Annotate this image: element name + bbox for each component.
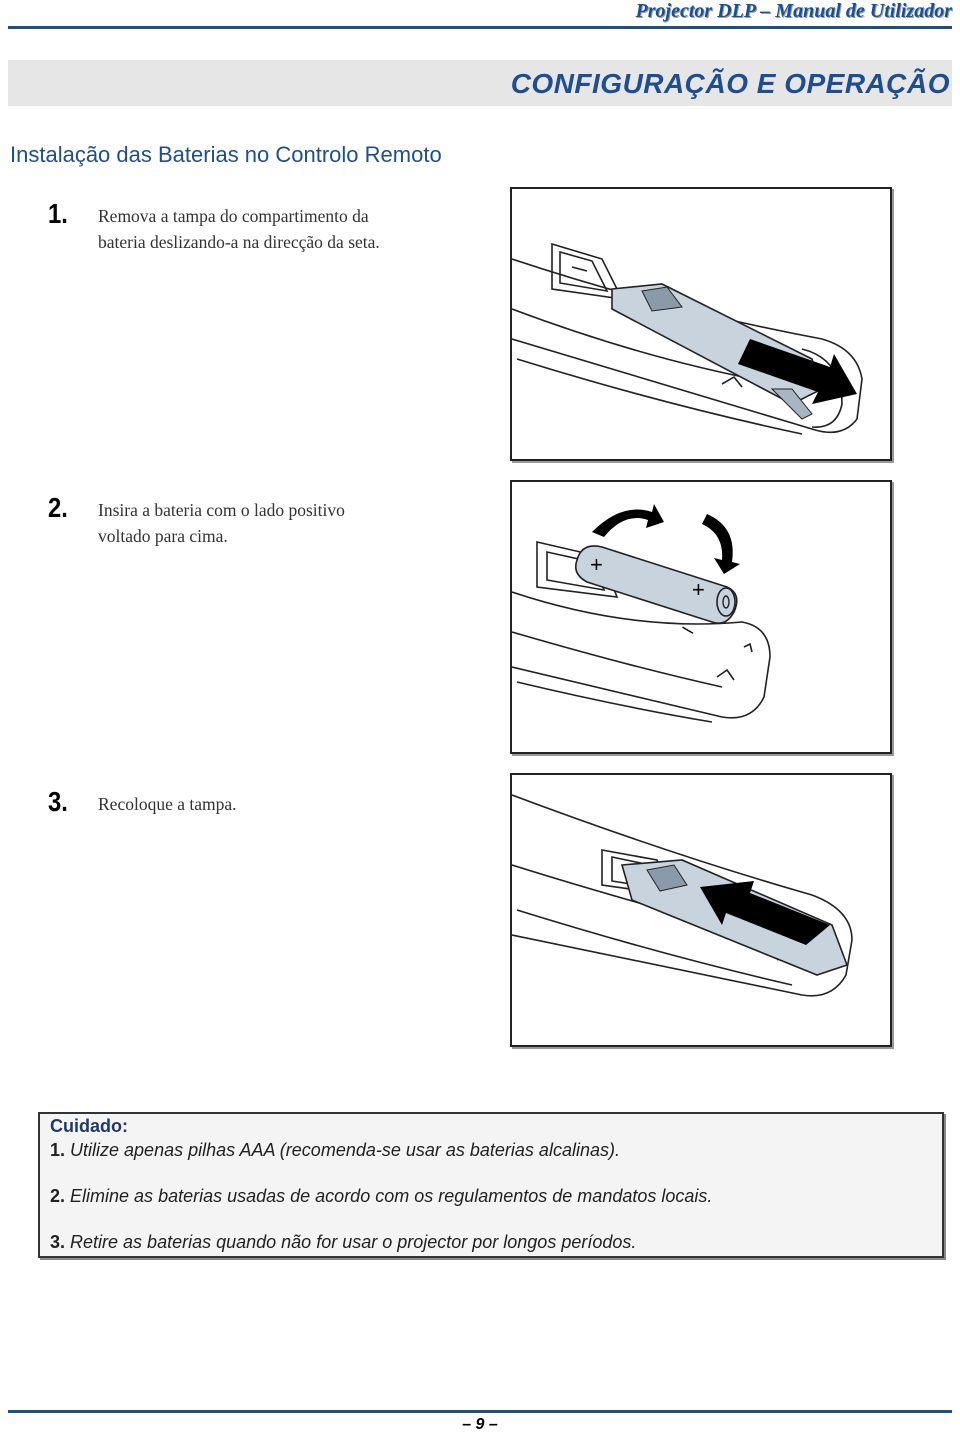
footer-rule [8,1410,952,1413]
battery-cell [574,545,738,625]
caution-item-2-text: Elimine as baterias usadas de acordo com… [70,1186,713,1206]
caution-item-1-text: Utilize apenas pilhas AAA (recomenda-se … [70,1140,620,1160]
section-bar [8,60,952,106]
battery-insertion-illustration: + + – [512,504,771,723]
step-text-2: Insira a bateria com o lado positivo vol… [98,497,345,549]
caution-item-3-text: Retire as baterias quando não for usar o… [70,1232,637,1252]
figure-cover-replace [510,773,892,1047]
header-title: Projector DLP – Manual de Utilizador [635,0,952,22]
rotate-arrow-left [592,504,664,537]
step-1-line-1: Remova a tampa do compartimento da [98,206,369,226]
plus-label-2: + [692,577,705,602]
step-3-line-1: Recoloque a tampa. [98,794,237,814]
page-number: – 9 – [462,1416,498,1433]
section-title: CONFIGURAÇÃO E OPERAÇÃO [510,68,950,99]
header-rule [8,26,952,29]
step-2-line-1: Insira a bateria com o lado positivo [98,500,345,520]
caution-item-1-num: 1. [50,1140,66,1160]
figure-cover-removal [510,187,892,461]
caution-box: Cuidado: 1. Utilize apenas pilhas AAA (r… [38,1112,944,1258]
rotate-arrow-right [702,514,740,574]
slide-arrow-right [738,339,857,404]
battery-cover [611,283,823,405]
remote-cover-replace-illustration [512,794,853,997]
figure-battery-insertion: + + – [510,480,892,754]
plus-label-1: + [590,552,603,577]
subheading: Instalação das Baterias no Controlo Remo… [10,142,442,167]
caution-item-3-num: 3. [50,1232,66,1252]
caution-item-2-num: 2. [50,1186,66,1206]
caution-item-3: 3. Retire as baterias quando não for usa… [50,1232,636,1253]
caution-item-2: 2. Elimine as baterias usadas de acordo … [50,1186,712,1207]
step-2-line-2: voltado para cima. [98,526,228,546]
remote-cover-removal-illustration [512,242,863,435]
step-number-1: 1. [48,198,68,229]
slide-arrow-left [700,881,830,945]
step-number-3: 3. [48,786,68,817]
caution-item-1: 1. Utilize apenas pilhas AAA (recomenda-… [50,1140,620,1161]
step-text-3: Recoloque a tampa. [98,791,237,817]
step-1-line-2: bateria deslizando-a na direcção da seta… [98,232,380,252]
step-text-1: Remova a tampa do compartimento da bater… [98,203,380,255]
step-number-2: 2. [48,492,68,523]
battery-cover-closed [620,859,849,976]
minus-label: – [677,615,701,643]
caution-title: Cuidado: [50,1116,128,1136]
